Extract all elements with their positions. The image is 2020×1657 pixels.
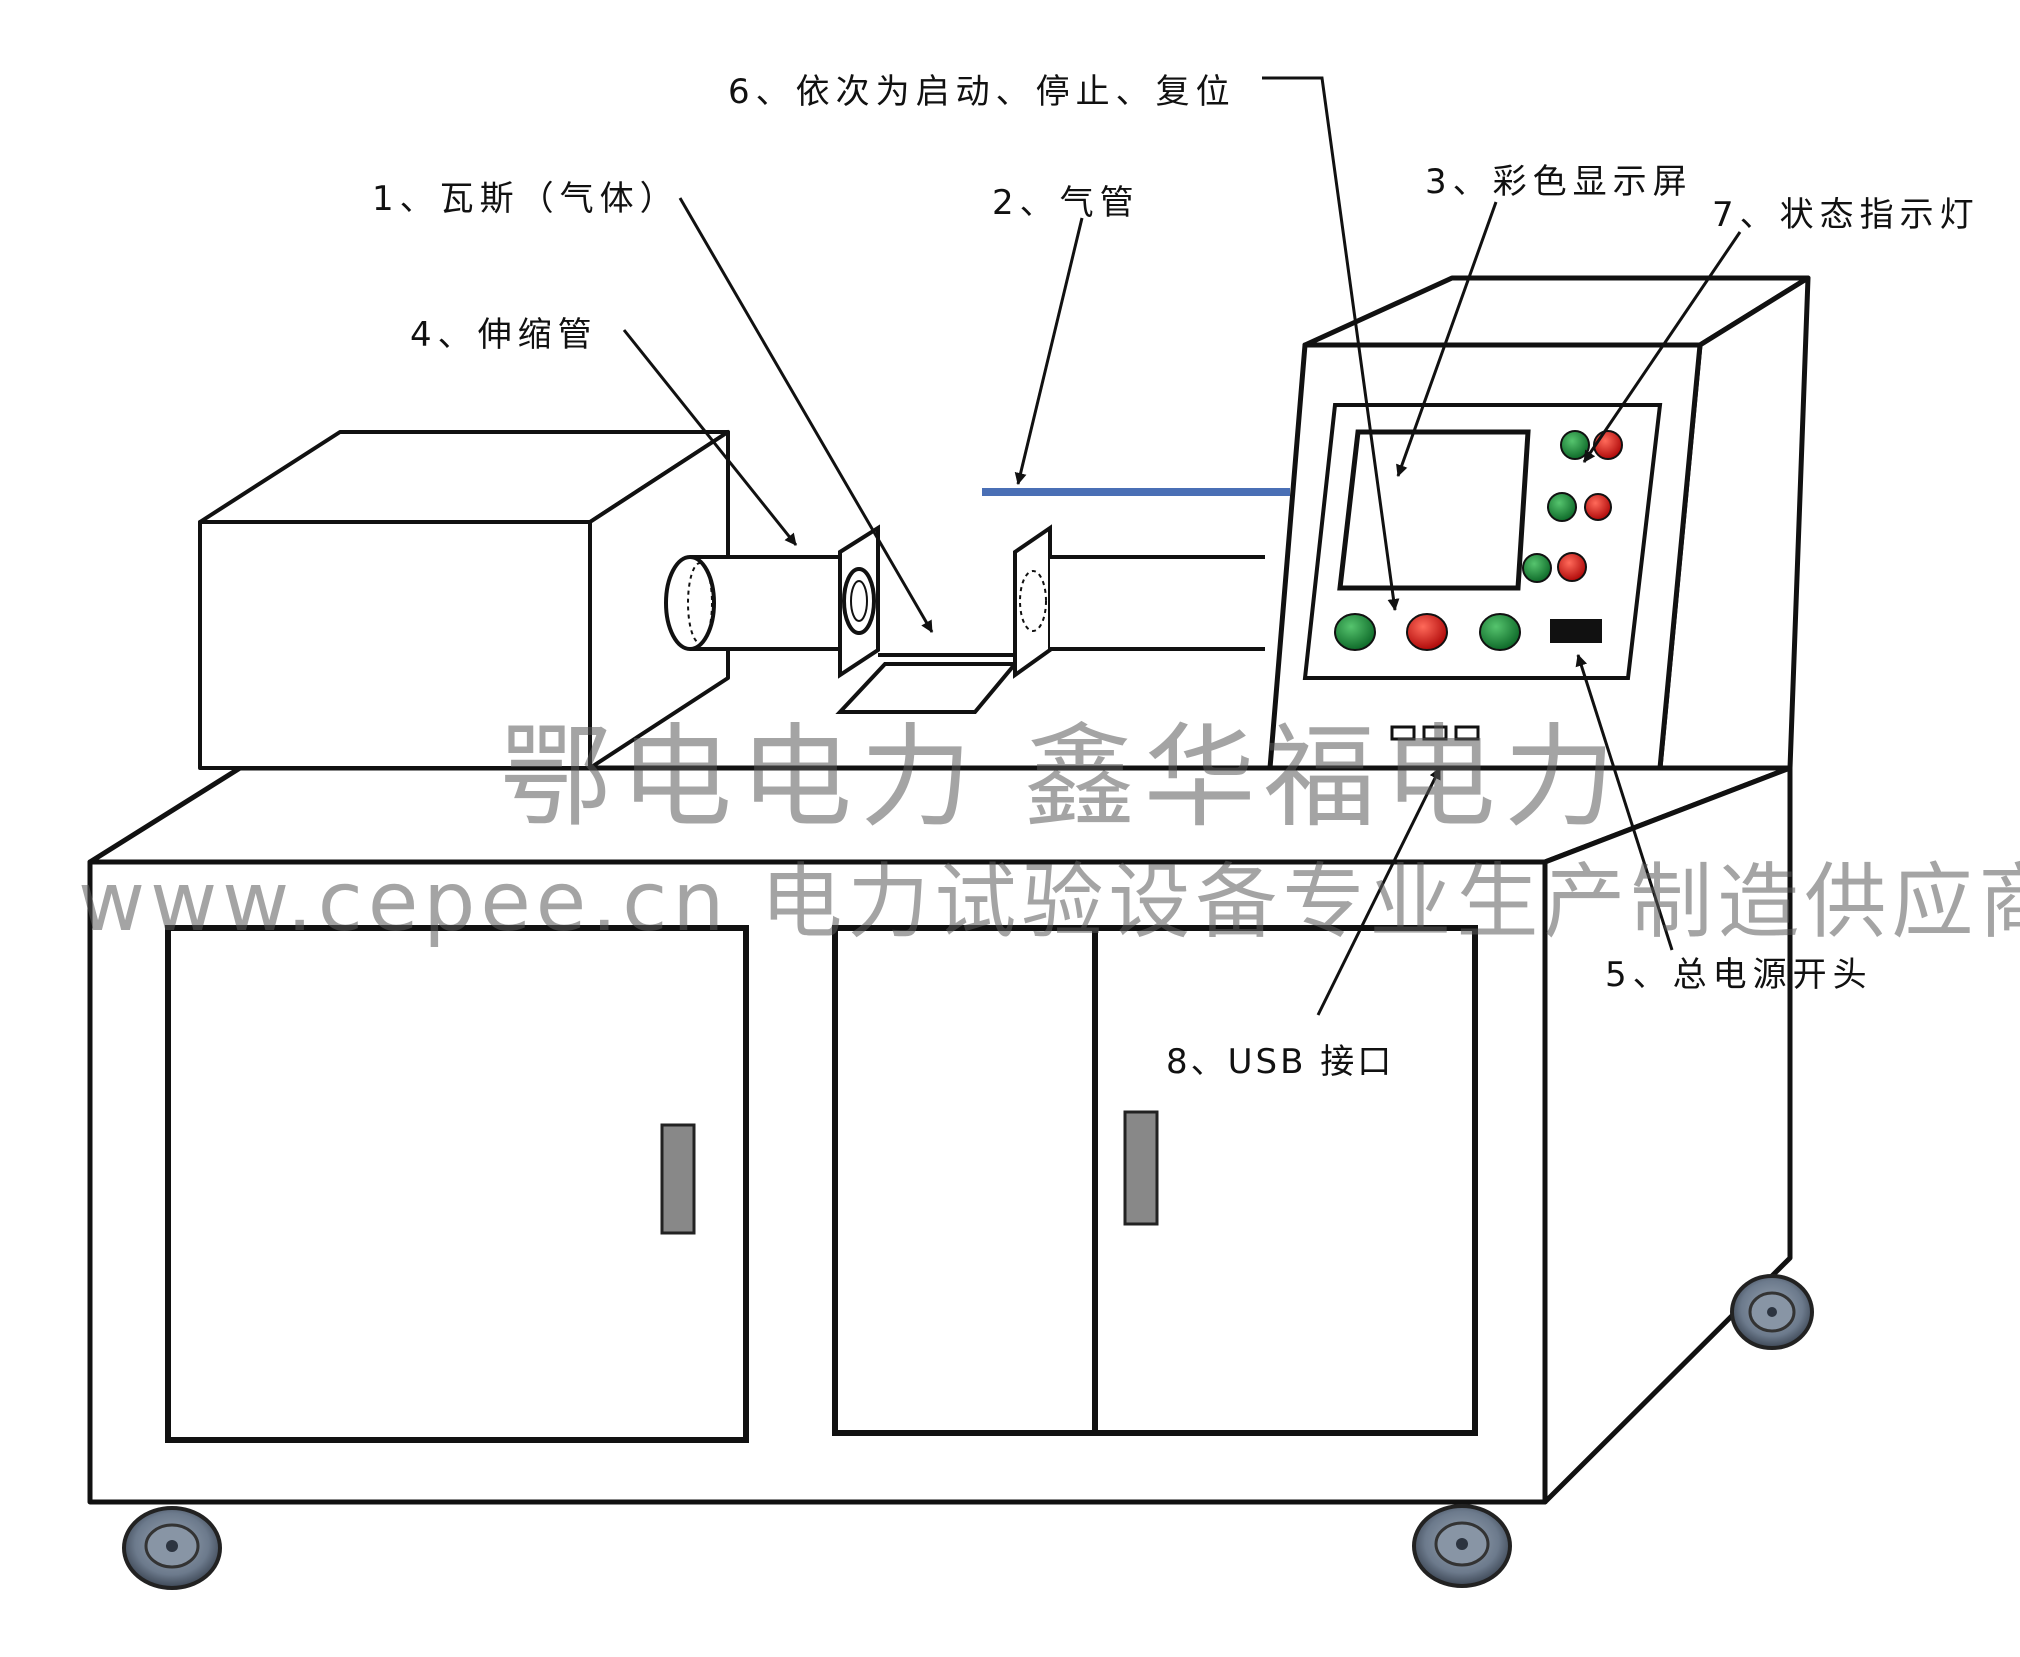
- label-power-switch: 5、总电源开头: [1605, 955, 1873, 995]
- usb-port-3[interactable]: [1454, 725, 1480, 741]
- indicator-green-2: [1547, 492, 1577, 522]
- label-usb: 8、USB 接口: [1166, 1042, 1395, 1082]
- label-gas: 1、瓦斯（气体）: [372, 179, 680, 219]
- indicator-lights: [1522, 430, 1623, 583]
- leader-lines: [622, 76, 1742, 1016]
- label-buttons: 6、依次为启动、停止、复位: [728, 72, 1236, 112]
- stop-button[interactable]: [1406, 613, 1448, 651]
- right-flange: [1013, 524, 1052, 679]
- label-bellows: 4、伸缩管: [410, 315, 598, 355]
- left-housing-front: [198, 520, 592, 770]
- watermark-brand: 鄂电电力 鑫华福电力: [500, 713, 1624, 843]
- wheel-back-right: [1730, 1274, 1814, 1350]
- color-screen[interactable]: [1337, 429, 1531, 591]
- indicator-red-3: [1557, 552, 1587, 582]
- indicator-green-3: [1522, 553, 1552, 583]
- left-housing: [198, 430, 730, 770]
- usb-ports: [1390, 725, 1480, 741]
- cabinet: [87, 765, 1793, 1505]
- usb-port-2[interactable]: [1422, 725, 1448, 741]
- indicator-green-1: [1560, 430, 1590, 460]
- bellows-tube: [664, 555, 840, 651]
- label-display: 3、彩色显示屏: [1425, 162, 1693, 202]
- label-air-pipe: 2、气管: [992, 183, 1140, 223]
- leader-power-switch: [1575, 654, 1674, 951]
- wheel-front-left: [122, 1506, 222, 1590]
- leader-indicators: [1582, 231, 1742, 463]
- door-handles: [660, 1110, 1159, 1235]
- reset-button[interactable]: [1479, 613, 1521, 651]
- left-door[interactable]: [165, 925, 749, 1443]
- label-indicators: 7、状态指示灯: [1712, 195, 1980, 235]
- left-flange: [838, 524, 880, 679]
- leader-buttons: [1262, 76, 1400, 611]
- cabinet-doors: [165, 925, 1478, 1443]
- gas-chamber: [835, 653, 1020, 714]
- leader-air-pipe: [1014, 217, 1084, 485]
- leader-display: [1396, 201, 1498, 477]
- indicator-red-1: [1593, 430, 1623, 460]
- indicator-red-2: [1584, 493, 1612, 521]
- middle-door-handle[interactable]: [1123, 1110, 1159, 1226]
- right-door[interactable]: [1092, 925, 1478, 1436]
- wheels: [122, 1274, 1814, 1590]
- control-buttons: [1334, 613, 1521, 651]
- wheel-front-right: [1412, 1504, 1512, 1588]
- right-tube: [1050, 555, 1265, 651]
- cabinet-front: [87, 859, 1548, 1505]
- watermark-website: www.cepee.cn 电力试验设备专业生产制造供应商: [78, 855, 2020, 950]
- main-power-switch[interactable]: [1550, 619, 1602, 643]
- leader-usb: [1316, 767, 1442, 1016]
- usb-port-1[interactable]: [1390, 725, 1416, 741]
- start-button[interactable]: [1334, 613, 1376, 651]
- left-door-handle[interactable]: [660, 1123, 696, 1235]
- leader-bellows: [622, 329, 798, 546]
- leader-gas: [678, 197, 934, 633]
